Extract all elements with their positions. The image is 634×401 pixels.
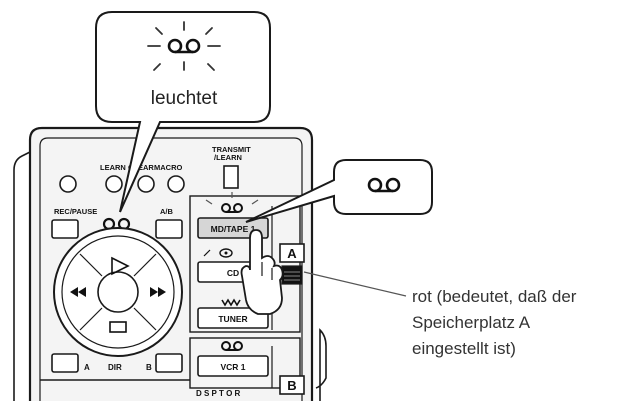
section-a-badge: [279, 243, 305, 263]
play-triangle-icon[interactable]: [111, 256, 130, 276]
macro-button[interactable]: [167, 175, 185, 193]
learn-clear-macro-group: LEARN CLEAR MACRO: [59, 163, 185, 193]
dpad-center[interactable]: [97, 271, 139, 313]
note-pointer-line: [303, 271, 407, 297]
learn-sub-label: /LEARN: [214, 153, 242, 162]
vcr1-label: VCR 1: [220, 362, 245, 372]
tuner-button[interactable]: [197, 307, 269, 329]
partial-bottom-label: D S P T O R: [196, 389, 241, 398]
section-b-badge: [279, 375, 305, 395]
md-tape1-label: MD/TAPE 1: [211, 224, 256, 234]
round-button-1[interactable]: [59, 175, 77, 193]
section-a-label: A: [287, 246, 297, 261]
stop-square-icon[interactable]: [109, 321, 127, 333]
ab-label: A/B: [160, 207, 174, 216]
callout-glow: leuchtet: [95, 11, 271, 213]
b-button[interactable]: [155, 353, 183, 373]
clear-label: CLEAR: [128, 163, 154, 172]
section-b-label: B: [287, 378, 296, 393]
cd-disc-icon: [203, 248, 233, 258]
vcr1-button[interactable]: [197, 355, 269, 377]
glow-rays-icon: [205, 192, 259, 205]
rewind-icon[interactable]: [70, 287, 86, 297]
section-a-indicator[interactable]: [281, 265, 303, 285]
macro-label: MACRO: [154, 163, 182, 172]
callout-tape: [245, 159, 433, 223]
a-button[interactable]: [51, 353, 79, 373]
bottom-a-dir-b-row: A DIR B D S P T O R: [51, 353, 241, 398]
dir-label: DIR: [108, 363, 122, 372]
note-line-2: Speicherplatz A: [412, 313, 531, 332]
tape-icon: [221, 203, 243, 213]
note-line-1: rot (bedeutet, daß der: [412, 287, 577, 306]
tuner-label: TUNER: [218, 314, 247, 324]
cd-label: CD: [227, 268, 239, 278]
learn-label: LEARN: [100, 163, 126, 172]
note-line-3: eingestellt ist): [412, 339, 516, 358]
tuner-wave-icon: [221, 298, 241, 307]
rec-pause-label: REC/PAUSE: [54, 207, 97, 216]
learn-button[interactable]: [105, 175, 123, 193]
tape-icon: [167, 38, 201, 54]
glow-rays-icon: [147, 21, 221, 71]
pointing-hand-icon: [240, 229, 284, 315]
section-badges: A B: [279, 243, 305, 395]
a-label: A: [84, 363, 90, 372]
note-text: rot (bedeutet, daß der Speicherplatz A e…: [412, 287, 577, 358]
dpad: [53, 227, 183, 357]
transmit-label: TRANSMIT: [212, 145, 251, 154]
rec-pause-button[interactable]: [51, 219, 79, 239]
fast-forward-icon[interactable]: [150, 287, 166, 297]
b-label: B: [146, 363, 152, 372]
ab-button[interactable]: [155, 219, 183, 239]
tape-icon: [221, 341, 243, 351]
transmit-led: [223, 165, 239, 189]
callout-glow-text: leuchtet: [151, 88, 218, 109]
transmit-learn-indicator: TRANSMIT /LEARN: [212, 145, 251, 189]
clear-button[interactable]: [137, 175, 155, 193]
tape-icon: [367, 177, 401, 193]
